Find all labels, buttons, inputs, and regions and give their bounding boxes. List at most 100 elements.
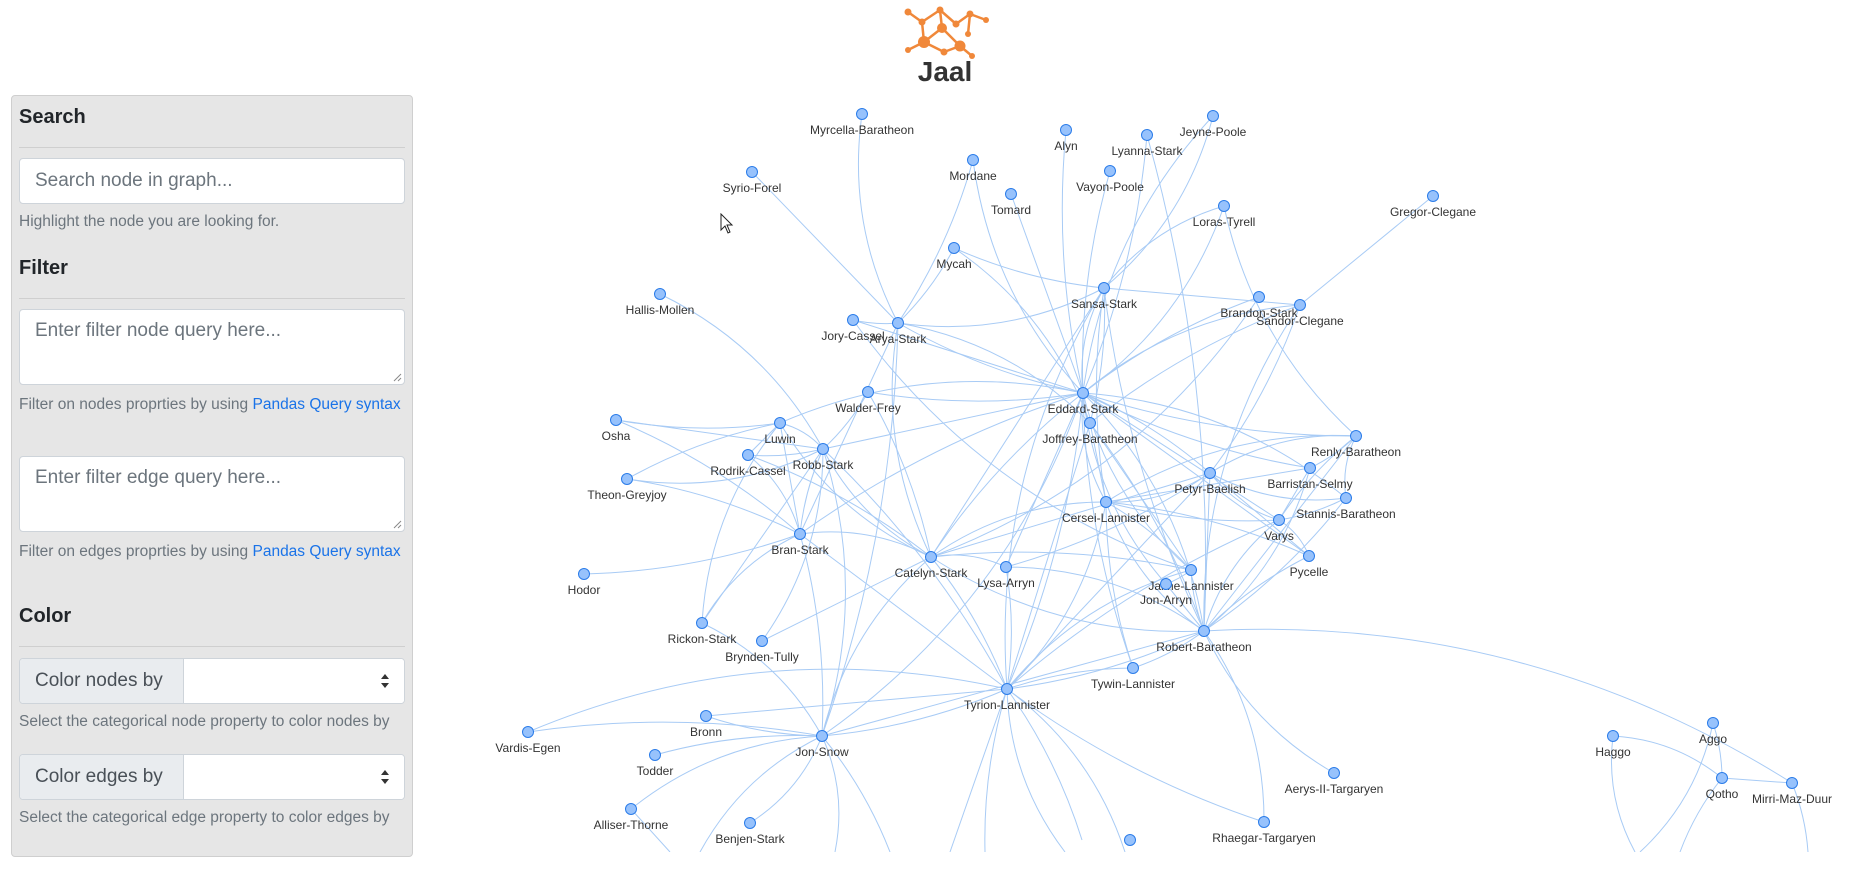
graph-edge[interactable] bbox=[897, 247, 955, 324]
graph-node[interactable]: Loras-Tyrell bbox=[1193, 200, 1256, 230]
graph-node[interactable]: Hallis-Mollen bbox=[626, 288, 695, 318]
graph-node-dot[interactable] bbox=[1198, 625, 1210, 637]
graph-edge[interactable] bbox=[615, 419, 801, 535]
graph-edge[interactable] bbox=[1203, 630, 1335, 774]
graph-edge[interactable] bbox=[1082, 134, 1148, 394]
graph-node-dot[interactable] bbox=[1218, 200, 1230, 212]
graph-node-dot[interactable] bbox=[1001, 683, 1013, 695]
graph-node-dot[interactable] bbox=[522, 726, 534, 738]
graph-edge[interactable] bbox=[1611, 735, 1636, 852]
graph-node-dot[interactable] bbox=[1204, 467, 1216, 479]
graph-edge[interactable] bbox=[930, 501, 1107, 558]
graph-node[interactable]: Arya-Stark bbox=[870, 317, 928, 347]
graph-edge[interactable] bbox=[930, 296, 1260, 558]
graph-edge[interactable] bbox=[1006, 688, 1083, 841]
graph-edge[interactable] bbox=[799, 533, 824, 737]
graph-node[interactable]: Eddard-Stark bbox=[1048, 387, 1120, 417]
graph-edge[interactable] bbox=[779, 422, 801, 535]
graph-node[interactable]: Todder bbox=[637, 749, 674, 779]
graph-edge[interactable] bbox=[1082, 392, 1211, 474]
graph-edge[interactable] bbox=[1082, 304, 1301, 394]
graph-edge[interactable] bbox=[1203, 467, 1311, 632]
graph-edge[interactable] bbox=[749, 735, 823, 824]
graph-node[interactable]: Haggo bbox=[1595, 730, 1631, 760]
graph-edge[interactable] bbox=[1082, 392, 1280, 521]
graph-edge[interactable] bbox=[1082, 392, 1310, 557]
graph-edge[interactable] bbox=[1612, 735, 1723, 779]
graph-node[interactable]: Alliser-Thorne bbox=[594, 803, 669, 833]
graph-node[interactable]: Sansa-Stark bbox=[1071, 282, 1138, 312]
graph-edge[interactable] bbox=[1081, 287, 1105, 394]
graph-node[interactable]: Alyn bbox=[1054, 124, 1078, 154]
graph-edge[interactable] bbox=[1223, 205, 1357, 437]
graph-edge[interactable] bbox=[1203, 555, 1310, 632]
graph-edge[interactable] bbox=[1089, 422, 1205, 632]
graph-edge[interactable] bbox=[747, 454, 932, 558]
graph-node[interactable]: Walder-Frey bbox=[835, 386, 901, 416]
graph-edge[interactable] bbox=[1006, 422, 1091, 690]
graph-edge[interactable] bbox=[1203, 497, 1347, 632]
graph-node-dot[interactable] bbox=[1786, 777, 1798, 789]
graph-node-dot[interactable] bbox=[1084, 417, 1096, 429]
graph-edge[interactable] bbox=[1203, 435, 1357, 632]
graph-node[interactable]: Jory-Cassel bbox=[821, 314, 885, 344]
graph-node[interactable]: Lysa-Arryn bbox=[977, 561, 1035, 591]
color-edges-dropdown[interactable] bbox=[184, 755, 404, 799]
graph-node[interactable]: Aerys-II-Targaryen bbox=[1285, 767, 1384, 797]
graph-edge[interactable] bbox=[1082, 296, 1260, 394]
graph-node[interactable]: Myrcella-Baratheon bbox=[810, 108, 914, 138]
graph-node[interactable]: Rickon-Stark bbox=[668, 617, 738, 647]
graph-node-dot[interactable] bbox=[816, 730, 828, 742]
graph-node-dot[interactable] bbox=[1077, 387, 1089, 399]
graph-edge[interactable] bbox=[821, 556, 932, 737]
graph-node-dot[interactable] bbox=[794, 528, 806, 540]
graph-edge[interactable] bbox=[953, 247, 1091, 424]
graph-edge[interactable] bbox=[852, 319, 1084, 394]
graph-edge[interactable] bbox=[953, 247, 1105, 289]
graph-node-dot[interactable] bbox=[746, 166, 758, 178]
filter-edge-help-link[interactable]: Pandas Query syntax bbox=[252, 543, 401, 560]
graph-edge[interactable] bbox=[1639, 722, 1714, 852]
graph-node-dot[interactable] bbox=[1340, 492, 1352, 504]
graph-node[interactable]: Rodrik-Cassel bbox=[710, 449, 786, 479]
graph-edge[interactable] bbox=[1004, 287, 1105, 690]
filter-node-help-link[interactable]: Pandas Query syntax bbox=[252, 396, 401, 413]
graph-edge[interactable] bbox=[821, 735, 891, 852]
graph-edge[interactable] bbox=[1006, 472, 1211, 690]
graph-node[interactable]: Vayon-Poole bbox=[1076, 165, 1144, 195]
graph-node-dot[interactable] bbox=[1127, 662, 1139, 674]
graph-node[interactable]: Qotho bbox=[1706, 772, 1739, 802]
graph-edge[interactable] bbox=[930, 472, 1211, 558]
graph-node[interactable]: Brandon-Stark bbox=[1220, 291, 1299, 321]
graph-edge[interactable] bbox=[930, 392, 1084, 558]
graph-edge[interactable] bbox=[1005, 472, 1211, 568]
graph-edge[interactable] bbox=[1105, 434, 1357, 503]
graph-edge[interactable] bbox=[1095, 287, 1107, 503]
graph-edge[interactable] bbox=[1791, 782, 1809, 852]
graph-edge[interactable] bbox=[626, 478, 801, 535]
graph-edge[interactable] bbox=[701, 448, 824, 624]
graph-node[interactable]: Cersei-Lannister bbox=[1062, 496, 1150, 526]
filter-node-textarea[interactable]: Enter filter node query here... bbox=[19, 309, 405, 385]
graph-node[interactable]: Jon-Snow bbox=[795, 730, 849, 760]
graph-node-dot[interactable] bbox=[1160, 578, 1172, 590]
graph-node[interactable]: Robert-Baratheon bbox=[1156, 625, 1252, 655]
graph-node[interactable]: Bran-Stark bbox=[771, 528, 830, 558]
graph-node[interactable]: Jaime-Lannister bbox=[1148, 564, 1234, 594]
graph-node[interactable]: Hodor bbox=[568, 568, 601, 598]
graph-node-dot[interactable] bbox=[1427, 190, 1439, 202]
graph-node-dot[interactable] bbox=[696, 617, 708, 629]
graph-node[interactable]: Petyr-Baelish bbox=[1174, 467, 1246, 497]
graph-edge[interactable] bbox=[799, 322, 899, 535]
graph-edge[interactable] bbox=[779, 422, 932, 558]
graph-node-dot[interactable] bbox=[700, 710, 712, 722]
graph-edge[interactable] bbox=[822, 392, 1084, 450]
graph-edge[interactable] bbox=[1132, 630, 1205, 669]
graph-node-dot[interactable] bbox=[742, 449, 754, 461]
graph-node[interactable]: Renly-Baratheon bbox=[1311, 430, 1401, 460]
graph-node[interactable]: Osha bbox=[602, 414, 631, 444]
graph-edge[interactable] bbox=[1209, 472, 1347, 501]
graph-edge[interactable] bbox=[1089, 422, 1107, 503]
graph-edge[interactable] bbox=[1203, 519, 1280, 632]
graph-node-dot[interactable] bbox=[1716, 772, 1728, 784]
